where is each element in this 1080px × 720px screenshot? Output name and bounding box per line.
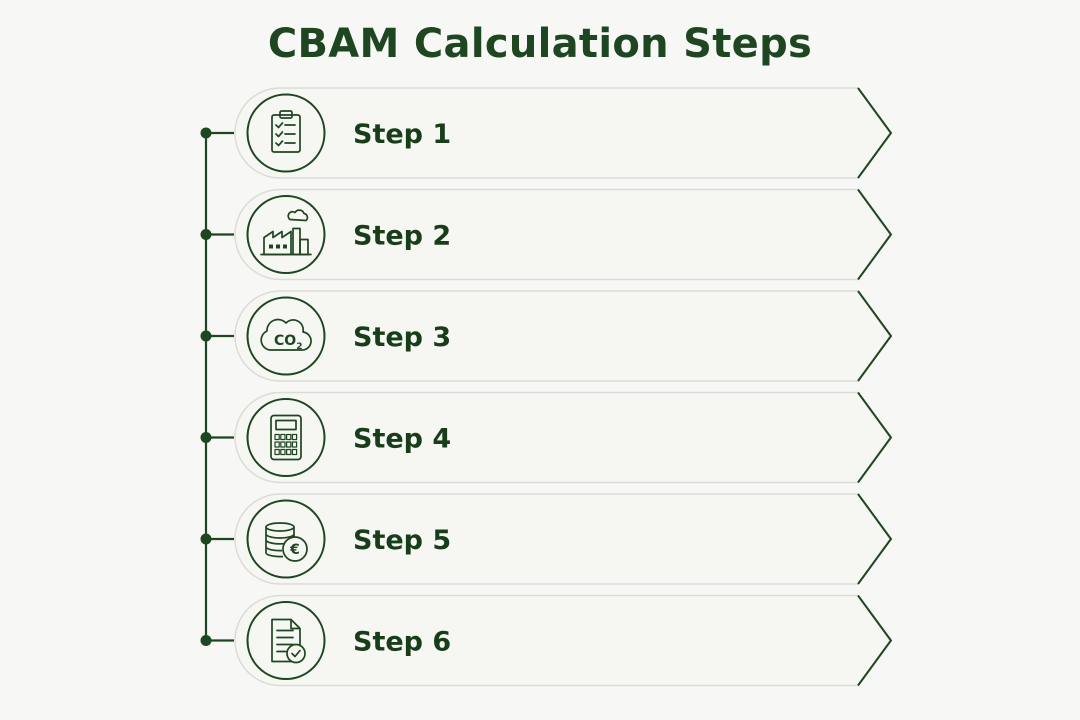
timeline-node	[200, 432, 212, 443]
step-row[interactable]: € Step 5	[200, 493, 893, 585]
step-row[interactable]: Step 6	[200, 594, 893, 687]
coins-euro-icon: €	[265, 522, 308, 562]
euro-symbol: €	[289, 542, 300, 558]
co2-cloud-icon: CO2	[260, 318, 312, 352]
timeline-node	[200, 330, 212, 342]
step-label: Step 5	[353, 525, 451, 556]
step-label: Step 1	[353, 119, 451, 150]
step-label: Step 4	[353, 424, 451, 455]
icon-circle	[246, 93, 326, 173]
page-title: CBAM Calculation Steps	[267, 21, 813, 67]
chevron-right-icon	[857, 493, 893, 585]
step-panel	[234, 188, 891, 281]
step-panel	[234, 290, 891, 382]
step-label: Step 6	[353, 627, 451, 658]
clipboard-checklist-icon	[271, 110, 301, 153]
chevron-right-icon	[857, 188, 893, 281]
timeline-node	[200, 635, 212, 646]
chevron-right-icon	[857, 290, 893, 382]
step-label: Step 2	[353, 221, 451, 252]
timeline-node	[200, 533, 212, 545]
icon-circle	[246, 499, 326, 579]
chevron-right-icon	[857, 87, 893, 179]
step-row[interactable]: Step 4	[200, 391, 893, 484]
icon-circle	[246, 601, 326, 680]
calculator-icon	[270, 414, 302, 461]
chevron-right-icon	[857, 391, 893, 484]
step-row[interactable]: CO2 Step 3	[200, 290, 893, 382]
co2-text: CO2	[274, 333, 302, 352]
timeline-node	[200, 127, 212, 139]
step-panel	[234, 87, 891, 179]
icon-circle	[246, 296, 326, 376]
factory-emissions-icon	[260, 209, 312, 256]
step-row[interactable]: Step 1	[200, 87, 893, 179]
timeline-node	[200, 229, 212, 240]
steps-list: Step 1 Step 2 CO2 Step 3 Step 4 € Step 5 Step 6	[200, 87, 893, 687]
step-row[interactable]: Step 2	[200, 188, 893, 281]
step-panel	[234, 594, 891, 687]
step-panel	[234, 493, 891, 585]
step-label: Step 3	[353, 322, 451, 353]
document-check-icon	[271, 618, 306, 664]
step-panel	[234, 391, 891, 484]
chevron-right-icon	[857, 594, 893, 687]
